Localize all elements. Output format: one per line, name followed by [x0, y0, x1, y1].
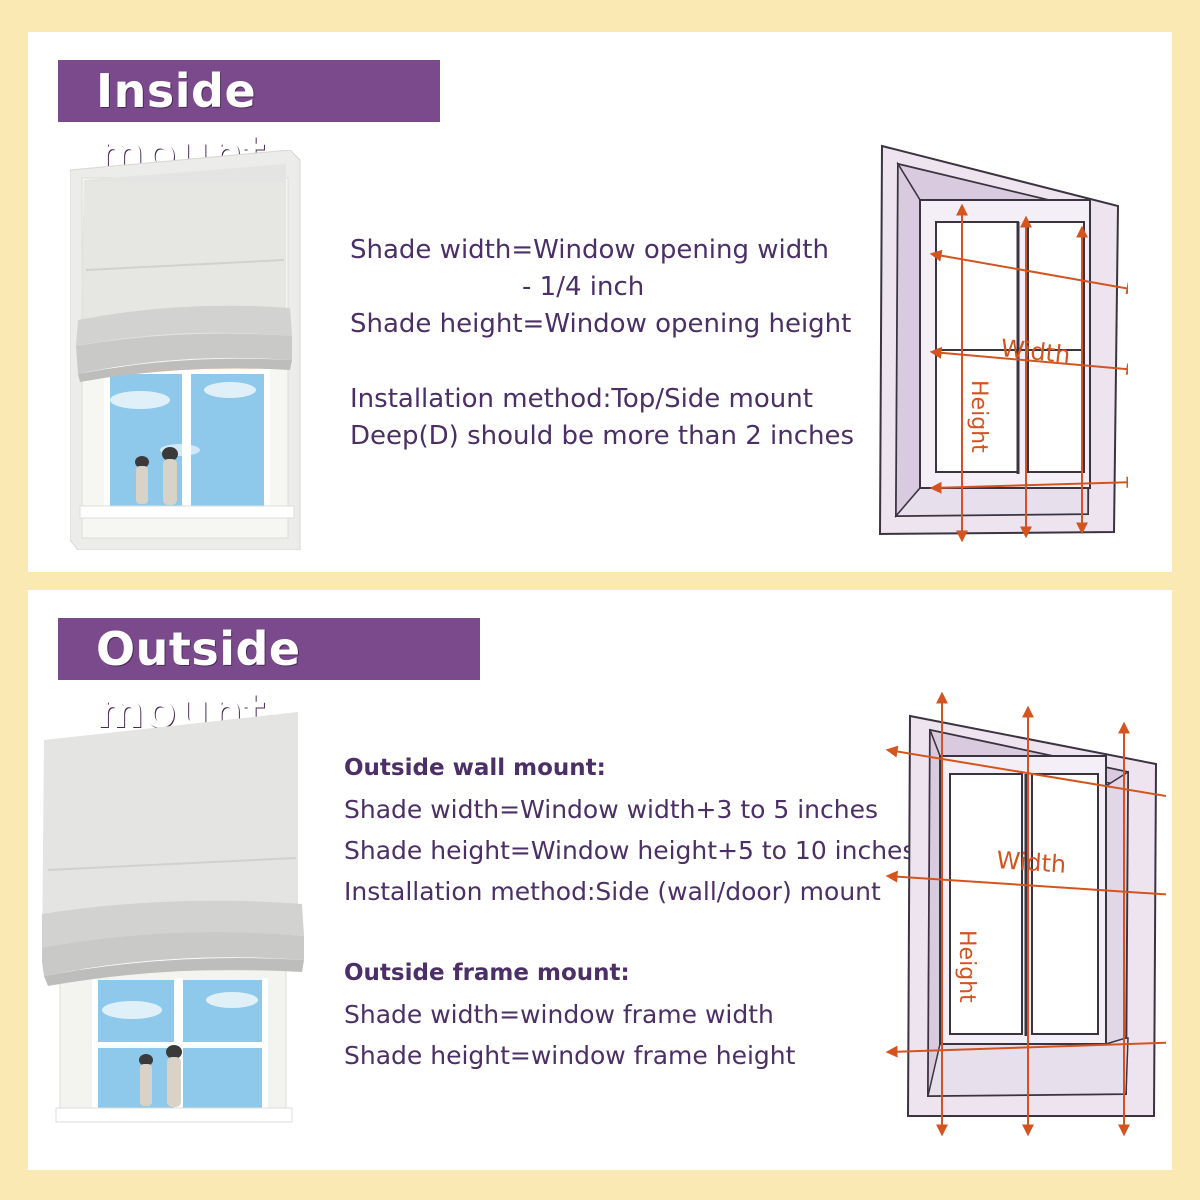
outside-frame-heading: Outside frame mount: [344, 960, 630, 986]
outside-wall-heading: Outside wall mount: [344, 755, 606, 781]
inside-mount-title: Inside mount [58, 60, 440, 180]
outside-mount-panel: Outside mount Outside wall mount: Shade … [28, 590, 1172, 1170]
outside-wall-line-height: Shade height=Window height+5 to 10 inche… [344, 836, 916, 865]
inside-mount-panel: Inside mount Shade width=Window opening … [28, 32, 1172, 572]
outside-frame-line-width: Shade width=window frame width [344, 1000, 774, 1029]
double-arrow-icon [885, 691, 1166, 1137]
outside-wall-line-width: Shade width=Window width+3 to 5 inches [344, 795, 878, 824]
inside-mount-diagram: Width Height [878, 144, 1128, 542]
inside-mount-instructions: Shade width=Window opening width - 1/4 i… [350, 232, 855, 455]
inside-line-width: Shade width=Window opening width [350, 235, 829, 265]
outside-mount-title: Outside mount [58, 618, 480, 738]
inside-height-label: Height [966, 380, 991, 453]
inside-line-installation: Installation method:Top/Side mount [350, 384, 813, 414]
outside-frame-line-height: Shade height=window frame height [344, 1041, 796, 1070]
roman-shade-outside-photo [42, 712, 304, 1123]
inside-line-width-deduction: - 1/4 inch [522, 272, 645, 302]
outside-mount-diagram: Width Height [885, 691, 1166, 1137]
inside-line-height: Shade height=Window opening height [350, 309, 852, 339]
outside-width-label: Width [996, 846, 1068, 879]
outside-mount-instructions: Outside wall mount: Shade width=Window w… [344, 748, 916, 1076]
outside-wall-line-installation: Installation method:Side (wall/door) mou… [344, 877, 881, 906]
roman-shade-inside-photo [70, 150, 301, 550]
double-arrow-icon [929, 203, 1128, 542]
inside-line-depth: Deep(D) should be more than 2 inches [350, 421, 855, 451]
outside-height-label: Height [954, 930, 979, 1003]
